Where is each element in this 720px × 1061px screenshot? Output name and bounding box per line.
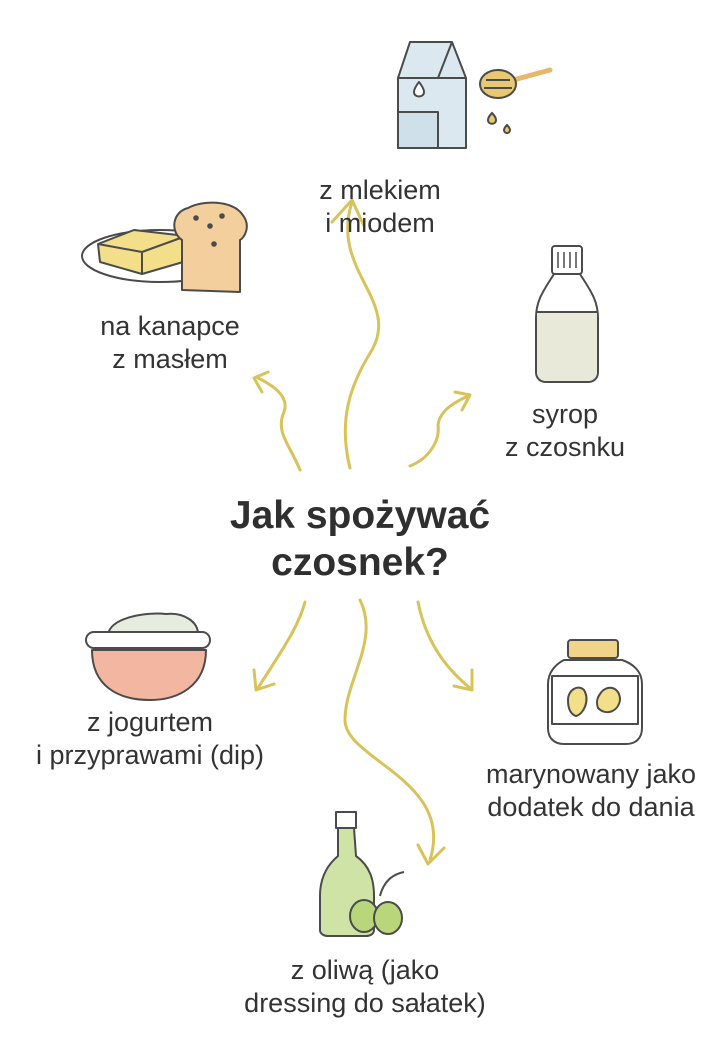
arrow-to-syrup: [408, 390, 472, 468]
arrow-to-yogurt-dip: [252, 600, 307, 692]
arrow-to-pickled: [416, 600, 474, 692]
yogurt-bowl-icon: [85, 612, 211, 701]
label-bread-butter: na kanapce z masłem: [100, 311, 240, 374]
arrow-to-milk-honey: [330, 198, 381, 470]
label-milk-honey: z mlekiem i miodem: [319, 175, 441, 238]
label-syrup: syrop z czosnku: [504, 399, 626, 462]
arrow-to-bread-butter: [252, 370, 302, 472]
diagram-title: Jak spożywać czosnek?: [160, 492, 560, 586]
olive-oil-bottle-icon: [319, 811, 405, 937]
title-line-2: czosnek?: [271, 541, 449, 584]
label-pickled: marynowany jako dodatek do dania: [485, 759, 697, 822]
pickle-jar-icon: [547, 639, 643, 745]
label-yogurt-dip: z jogurtem i przyprawami (dip): [35, 707, 265, 770]
title-line-1: Jak spożywać: [229, 494, 491, 537]
arrow-to-olive-oil: [343, 598, 446, 866]
honey-dipper-icon: [479, 67, 553, 134]
bread-and-butter-icon: [81, 201, 248, 293]
arrows: [252, 198, 474, 866]
milk-carton-icon: [397, 41, 467, 149]
label-olive-oil: z oliwą (jako dressing do sałatek): [244, 955, 486, 1018]
syrup-bottle-icon: [535, 245, 599, 383]
